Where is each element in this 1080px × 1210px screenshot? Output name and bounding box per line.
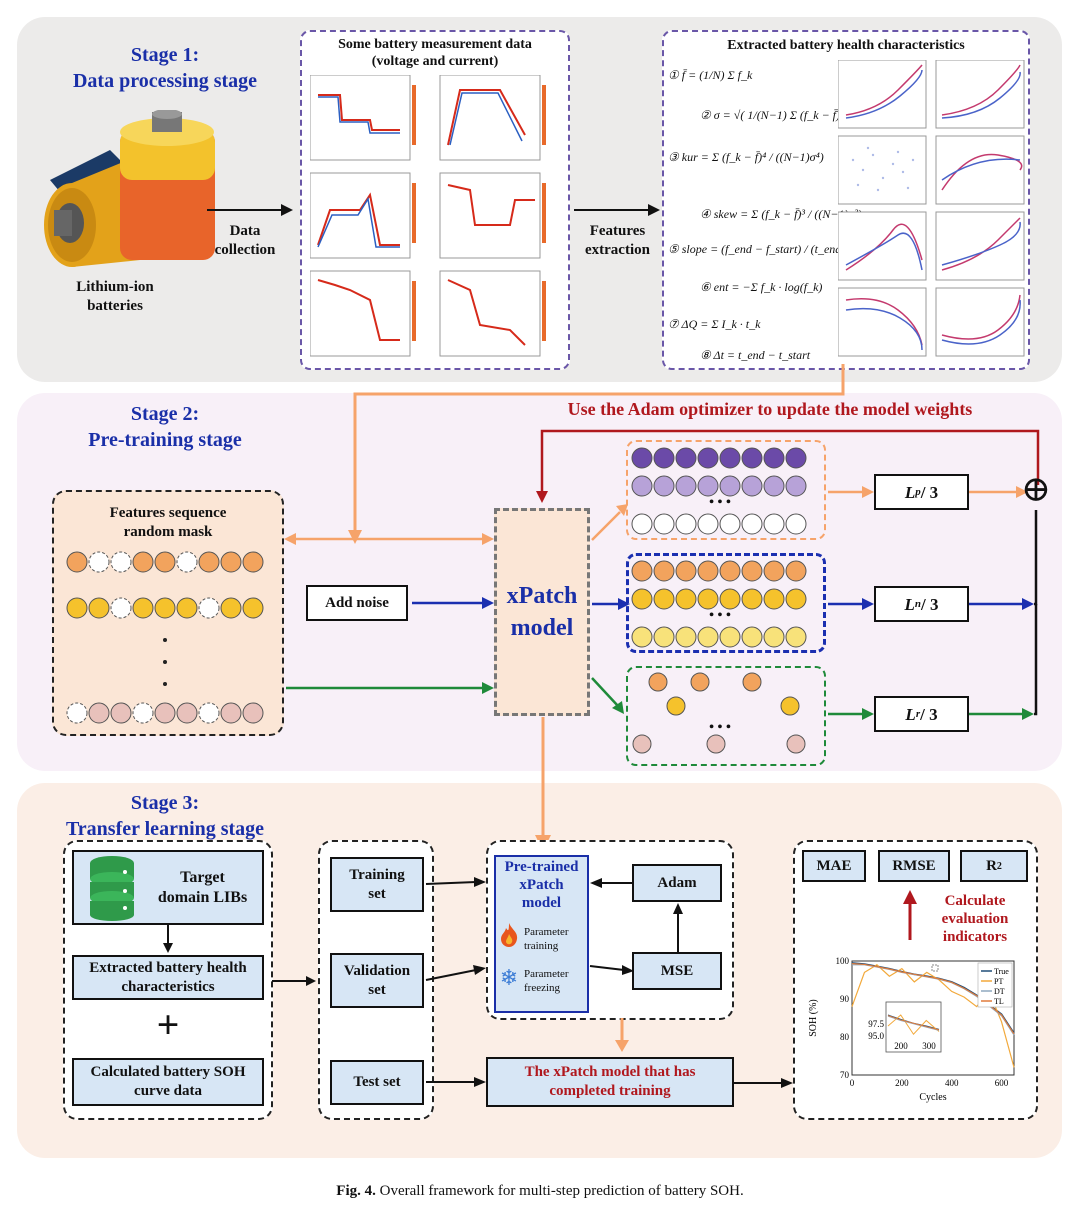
database-icon (90, 856, 134, 921)
features-extraction-label: Features extraction (585, 223, 650, 258)
legend-label: DT (994, 987, 1005, 996)
target-down-arrow (163, 925, 173, 953)
formula-skew: ④ skew = Σ (f_k − f̄)³ / ((N−1)σ³) (700, 207, 862, 221)
sets-to-model-arrows (425, 877, 486, 1087)
stage1-title: Stage 1: Data processing stage (72, 44, 258, 92)
inset-x-tick: 200 (894, 1041, 908, 1051)
y-tick-label: 100 (836, 956, 850, 966)
mse-box: MSE (632, 952, 722, 990)
mae-box: MAE (802, 850, 866, 882)
calculate-indicators-label: Calculate evaluation indicators (941, 893, 1009, 945)
sum-operator-icon: ⊕ (1020, 469, 1052, 509)
measurement-thumbnails (310, 75, 546, 357)
train-to-completed-arrow (615, 1018, 629, 1052)
legend-label: PT (994, 977, 1003, 986)
parameter-training-label: Parameter training (524, 926, 569, 952)
x-tick-label: 0 (850, 1078, 855, 1088)
formula-std: ② σ = √( 1/(N−1) Σ (f_k − f̄)² ) (700, 108, 851, 122)
formula-mean: ① f̄ = (1/N) Σ f_k (668, 68, 753, 82)
battery-label: Lithium-ion batteries (76, 279, 154, 314)
xpatch-model-box: xPatch model (494, 508, 590, 716)
orange-group-dots: • • • (709, 495, 731, 510)
data-collection-arrow (207, 204, 293, 216)
stage2-to-stage3-connector (535, 717, 551, 851)
test-set-box[interactable]: Test set (330, 1060, 424, 1105)
parameter-freezing-label: Parameter freezing (524, 968, 569, 994)
green-output-group (626, 666, 826, 766)
stage2-output-arrows (591, 504, 630, 714)
legend-label: True (994, 967, 1009, 976)
plus-icon: + (156, 1002, 180, 1047)
x-tick-label: 200 (895, 1078, 909, 1088)
figure-caption: Fig. 4. Overall framework for multi-step… (336, 1183, 744, 1199)
inset-series-dt (887, 1015, 940, 1031)
adam-feedback-loop (536, 429, 1040, 503)
masked-sequences (66, 551, 264, 724)
eval-up-arrow (903, 890, 917, 940)
snowflake-icon: ❄ (499, 965, 519, 990)
x-tick-label: 600 (995, 1078, 1009, 1088)
chart-ylabel: SOH (%) (808, 999, 819, 1037)
data-collection-label: Data collection (214, 223, 276, 258)
orange-output-group (626, 440, 826, 540)
chart-xlabel: Cycles (919, 1092, 946, 1103)
inset-zoom-marker (931, 964, 939, 972)
target-domain-label: Target domain LIBs (157, 869, 248, 906)
adam-optimizer-note: Use the Adam optimizer to update the mod… (567, 399, 973, 419)
adam-box: Adam (632, 864, 722, 902)
inset-x-tick: 300 (922, 1041, 936, 1051)
rmse-box: RMSE (878, 850, 950, 882)
blue-group-dots: • • • (709, 608, 731, 623)
formula-slope: ⑤ slope = (f_end − f_start) / (t_end − t… (668, 242, 891, 256)
random-mask-title: Features sequence random mask (109, 505, 227, 540)
formula-delta-q: ⑦ ΔQ = Σ I_k · t_k (668, 317, 761, 331)
features-extraction-arrow (574, 204, 660, 216)
inset-y-tick: 97.5 (868, 1019, 884, 1029)
y-tick-label: 70 (840, 1070, 850, 1080)
y-tick-label: 90 (840, 994, 850, 1004)
model-training-arrows (589, 878, 683, 975)
legend-label: TL (994, 997, 1004, 1006)
stage2-input-arrows (284, 533, 494, 694)
completed-to-eval-arrow (733, 1078, 793, 1088)
measurement-title: Some battery measurement data (voltage a… (338, 37, 532, 69)
inset-y-tick: 95.0 (868, 1031, 884, 1041)
add-noise-box: Add noise (306, 585, 408, 621)
y-tick-label: 80 (840, 1032, 850, 1042)
green-group-dots: • • • (709, 720, 731, 735)
soh-chart: 0 200 400 600 70 80 90 100 Cycles SOH (%) 97.5 9… (806, 955, 1026, 1105)
inset-series-tl (887, 1015, 940, 1031)
health-characteristics-title: Extracted battery health characteristics (727, 38, 965, 53)
stage3-title: Stage 3: Transfer learning stage (65, 792, 265, 840)
battery-icon (44, 110, 215, 267)
x-tick-label: 400 (945, 1078, 959, 1088)
output-sequences (631, 447, 807, 754)
pretrained-model-label: Pre-trained xPatch model (504, 859, 579, 911)
fire-icon (501, 923, 518, 947)
stage2-title: Stage 2: Pre-training stage (88, 403, 242, 451)
health-feature-plots (838, 60, 1025, 357)
blue-output-group (626, 553, 826, 653)
formula-kurtosis: ③ kur = Σ (f_k − f̄)⁴ / ((N−1)σ⁴) (668, 150, 824, 164)
stage1-to-stage2-connector (348, 364, 845, 544)
left-to-sets-arrow (272, 976, 316, 986)
formula-entropy: ⑥ ent = −Σ f_k · log(f_k) (700, 280, 823, 294)
formula-delta-t: ⑧ Δt = t_end − t_start (700, 348, 811, 362)
loss-arrows (828, 486, 1038, 720)
